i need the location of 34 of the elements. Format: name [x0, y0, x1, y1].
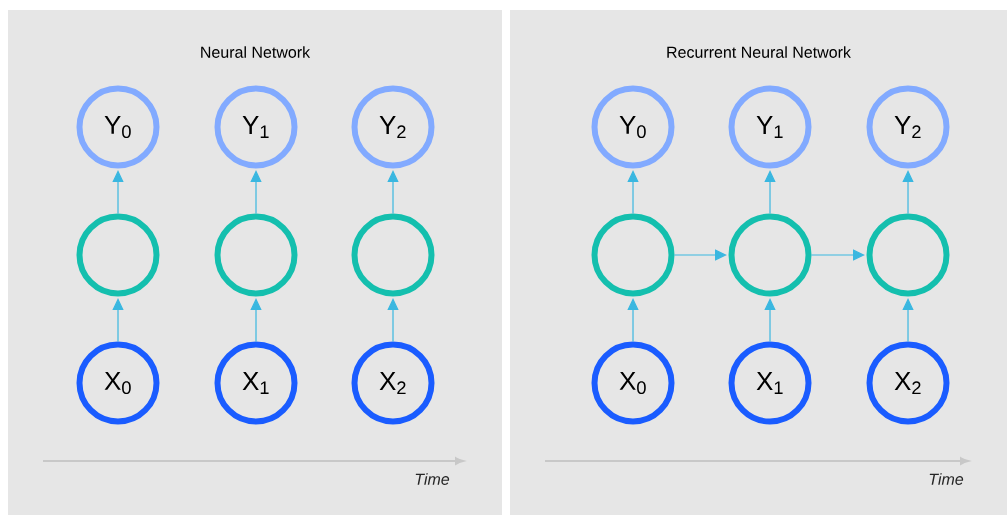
arrow — [112, 170, 124, 215]
arrow — [250, 170, 262, 215]
axis-label: Time — [415, 473, 450, 485]
circle-node: Y$_{1}$ — [214, 85, 298, 169]
circle-node: X$_{0}$ — [76, 341, 160, 425]
arrow — [764, 170, 776, 215]
arrow — [764, 298, 776, 343]
circle-node: Y$_{0}$ — [591, 85, 675, 169]
circle-node: Y$_{0}$ — [76, 85, 160, 169]
circle-node: X$_{0}$ — [591, 341, 675, 425]
arrow — [902, 298, 914, 343]
arrow — [902, 170, 914, 215]
arrow — [673, 249, 727, 261]
arrow — [627, 298, 639, 343]
arrow — [627, 170, 639, 215]
arrow — [250, 298, 262, 343]
circle-node: X$_{2}$ — [351, 341, 435, 425]
axis-label: Time — [929, 473, 964, 485]
circle-node: X$_{2}$ — [866, 341, 950, 425]
arrow — [810, 249, 865, 261]
circle-node — [866, 213, 950, 297]
circle-node — [591, 213, 675, 297]
arrow — [387, 298, 399, 343]
circle-node — [214, 213, 298, 297]
circle-node: Y$_{1}$ — [728, 85, 812, 169]
circle-node — [728, 213, 812, 297]
arrow — [112, 298, 124, 343]
circle-node: X$_{1}$ — [728, 341, 812, 425]
arrow — [387, 170, 399, 215]
circle-node: Y$_{2}$ — [351, 85, 435, 169]
circle-node — [351, 213, 435, 297]
circle-node — [76, 213, 160, 297]
circle-node: X$_{1}$ — [214, 341, 298, 425]
circle-node: Y$_{2}$ — [866, 85, 950, 169]
